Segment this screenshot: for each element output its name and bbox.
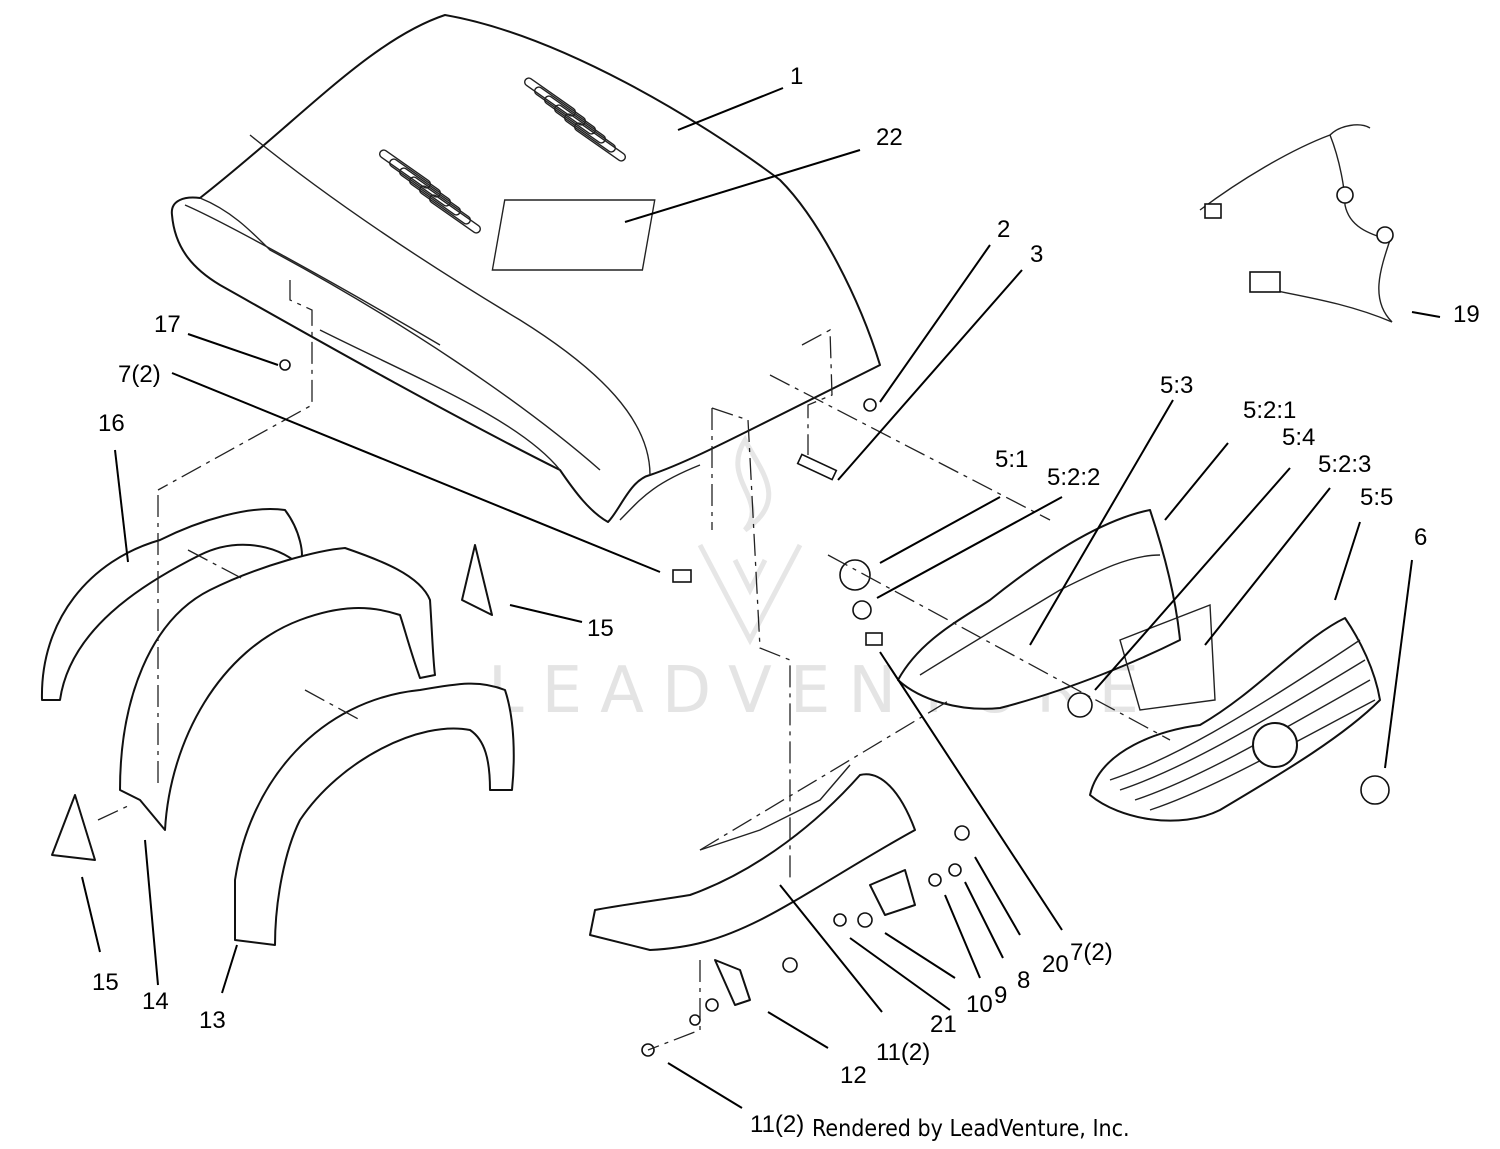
hood-vent-slots <box>379 77 626 234</box>
callout-5-2-2: 5:2:2 <box>1047 464 1100 491</box>
grille-emblem <box>1252 722 1298 768</box>
callout-22: 22 <box>876 124 903 151</box>
callout-11-2-bottom: 11(2) <box>750 1111 804 1138</box>
grille-slats <box>1109 639 1376 811</box>
callout-8: 8 <box>1017 967 1030 994</box>
callout-5-2-3: 5:2:3 <box>1318 451 1371 478</box>
callout-6: 6 <box>1414 524 1427 551</box>
callout-17: 17 <box>154 311 181 338</box>
callout-labels: 1 22 2 3 19 17 7(2) 16 15 5:3 5:2:1 5:4 … <box>92 63 1480 1138</box>
callout-12: 12 <box>840 1062 867 1089</box>
callout-10: 10 <box>966 991 993 1018</box>
callout-5-3: 5:3 <box>1160 372 1193 399</box>
light-lens-part-5-2-3[interactable] <box>1119 603 1216 711</box>
assembly-centerlines <box>97 280 1171 1051</box>
callout-11-2-middle: 11(2) <box>876 1039 930 1066</box>
bracket-part-15-right[interactable] <box>461 544 493 616</box>
callout-5-4: 5:4 <box>1282 424 1315 451</box>
callout-5-1: 5:1 <box>995 446 1028 473</box>
socket-part-5-1[interactable] <box>839 559 871 591</box>
bulb-part-6[interactable] <box>1360 775 1390 805</box>
watermark-logo <box>697 434 803 646</box>
callout-5-2-1: 5:2:1 <box>1243 397 1296 424</box>
callout-1: 1 <box>790 63 803 90</box>
callout-21: 21 <box>930 1011 957 1038</box>
callout-15-left: 15 <box>92 969 119 996</box>
callout-16: 16 <box>98 410 125 437</box>
callout-19: 19 <box>1453 301 1480 328</box>
callout-9: 9 <box>994 982 1007 1009</box>
callout-7-2-top: 7(2) <box>118 361 161 388</box>
leader-lines <box>81 87 1441 1109</box>
bulb-part-5-4[interactable] <box>1067 692 1093 718</box>
callout-13: 13 <box>199 1007 226 1034</box>
callout-3: 3 <box>1030 241 1043 268</box>
grommet-part-5-2-2[interactable] <box>852 600 872 620</box>
pin-part-17[interactable] <box>279 359 291 371</box>
hood-decal <box>491 199 656 271</box>
front-support-part[interactable] <box>589 773 916 951</box>
wiring-harness-part[interactable] <box>1199 124 1394 323</box>
bracket-part-15-left[interactable] <box>51 794 96 861</box>
callout-2: 2 <box>997 216 1010 243</box>
fasteners-parts-11-12[interactable] <box>641 957 798 1057</box>
clip-part-7-a[interactable] <box>672 569 692 583</box>
latch-part-3[interactable] <box>796 453 838 481</box>
grille-frame-part-5[interactable] <box>897 509 1181 710</box>
screw-part-2[interactable] <box>863 398 877 412</box>
fender-part-13[interactable] <box>234 682 515 946</box>
callout-14: 14 <box>142 988 169 1015</box>
callout-7-2-bottom: 7(2) <box>1070 939 1113 966</box>
fender-part-14[interactable] <box>119 547 436 831</box>
fender-strip-part-16[interactable] <box>40 508 303 701</box>
clip-part-7-b[interactable] <box>865 632 883 646</box>
callout-20: 20 <box>1042 951 1069 978</box>
credit-text: Rendered by LeadVenture, Inc. <box>812 1116 1130 1142</box>
callout-5-5: 5:5 <box>1360 484 1393 511</box>
fasteners-parts-8-9-10-20-21[interactable] <box>833 825 970 928</box>
callout-15-right: 15 <box>587 615 614 642</box>
hood-part[interactable] <box>170 14 881 523</box>
